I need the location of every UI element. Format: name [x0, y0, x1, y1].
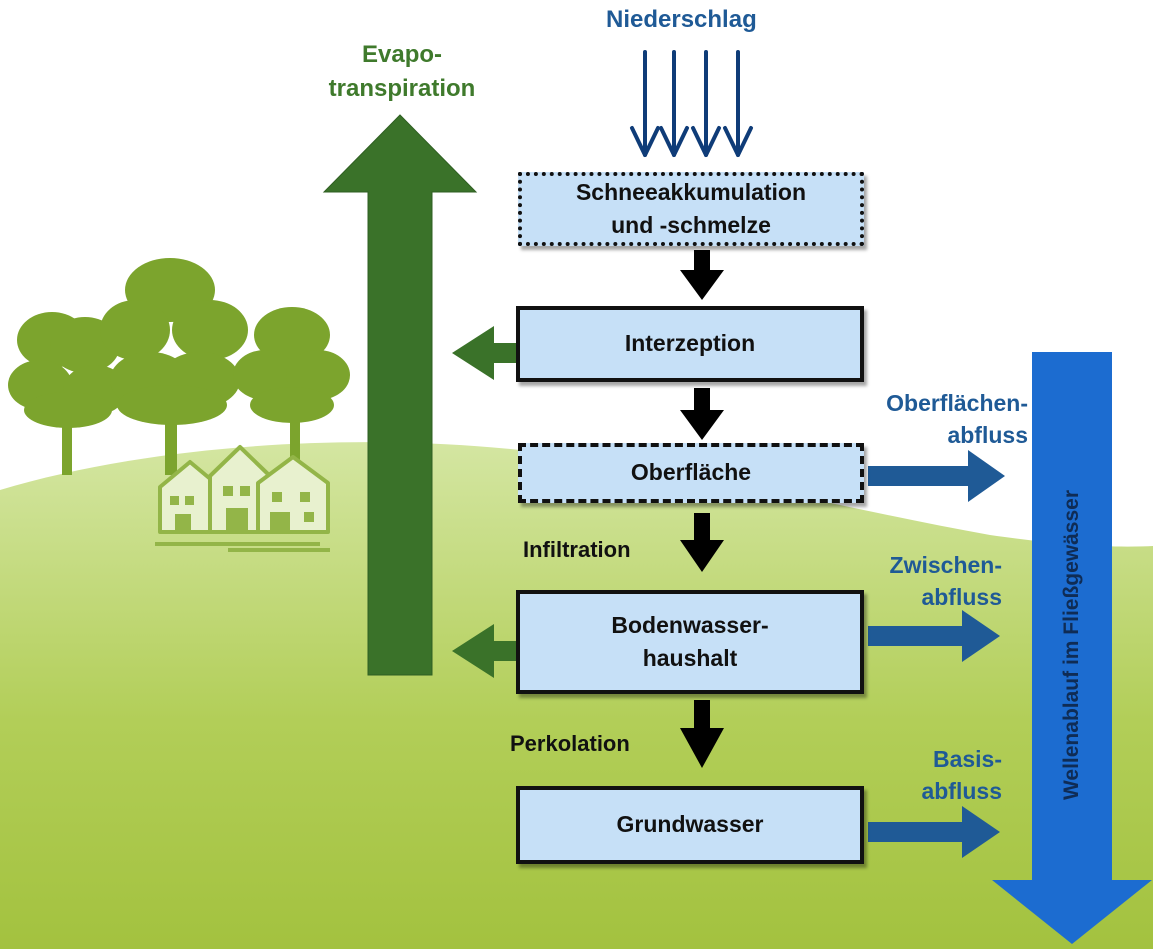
- soil-evaporation-arrow: [452, 624, 516, 678]
- snow-box-line1: Schneeakkumulation: [575, 178, 807, 205]
- surface-runoff-label: Oberflächen- abfluss: [832, 387, 1028, 451]
- interflow-label-line1: Zwischen-: [889, 552, 1002, 578]
- interception-evaporation-arrow: [452, 326, 516, 380]
- interflow-label: Zwischen- abfluss: [832, 549, 1002, 613]
- soil-water-box: Bodenwasser- haushalt: [516, 590, 864, 694]
- surface-box-label: Oberfläche: [630, 459, 752, 486]
- evapotranspiration-label-line2: transpiration: [328, 75, 476, 102]
- house-icon: [155, 445, 330, 552]
- interception-box: Interzeption: [516, 306, 864, 382]
- soil-water-box-line2: haushalt: [642, 645, 738, 671]
- surface-runoff-label-line1: Oberflächen-: [886, 390, 1028, 416]
- soil-water-box-line1: Bodenwasser-: [611, 611, 769, 638]
- surface-runoff-label-line2: abfluss: [947, 422, 1028, 448]
- precipitation-arrows: [630, 50, 753, 157]
- vertical-flow-arrows: [680, 250, 724, 768]
- infiltration-label: Infiltration: [523, 537, 631, 562]
- groundwater-box: Grundwasser: [516, 786, 864, 864]
- baseflow-label-line2: abfluss: [921, 778, 1002, 804]
- river-routing-label: Wellenablauf im Fließgewässer: [1060, 489, 1083, 801]
- tree-icon: [233, 307, 350, 470]
- evapotranspiration-label: Evapo- transpiration: [312, 38, 492, 106]
- surface-runoff-arrow: [868, 450, 1005, 502]
- interception-box-label: Interzeption: [624, 330, 756, 357]
- precipitation-label: Niederschlag: [606, 6, 757, 33]
- surface-box: Oberfläche: [518, 443, 864, 503]
- evapotranspiration-label-line1: Evapo-: [361, 41, 442, 68]
- meadow-hill: [0, 442, 1153, 949]
- interflow-label-line2: abfluss: [921, 584, 1002, 610]
- baseflow-label: Basis- abfluss: [832, 743, 1002, 807]
- percolation-label: Perkolation: [510, 731, 630, 756]
- groundwater-box-label: Grundwasser: [616, 811, 764, 838]
- river-routing-arrow: [992, 352, 1152, 944]
- snow-box: Schneeakkumulation und -schmelze: [518, 172, 864, 246]
- baseflow-arrow: [868, 806, 1000, 858]
- evapotranspiration-arrow: [322, 114, 478, 676]
- baseflow-label-line1: Basis-: [932, 746, 1002, 772]
- interflow-arrow: [868, 610, 1000, 662]
- tree-icon: [100, 258, 248, 475]
- snow-box-line2: und -schmelze: [611, 212, 771, 238]
